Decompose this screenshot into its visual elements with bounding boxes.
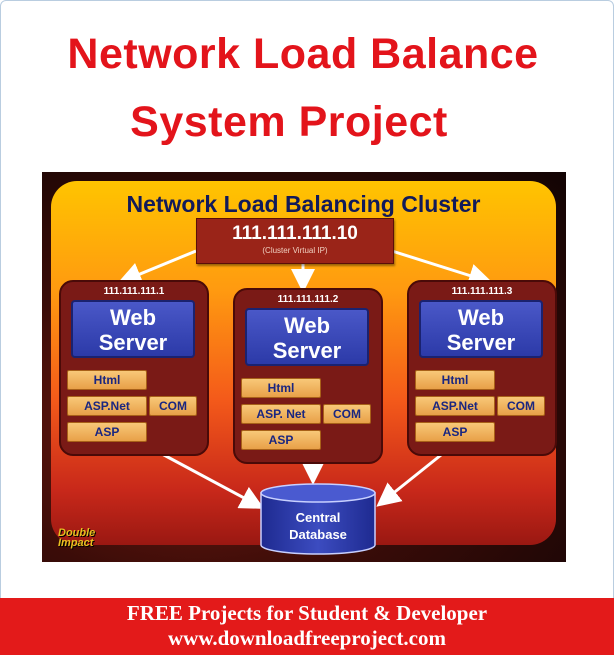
arrow-vip-to-server-3 (391, 249, 493, 288)
load-balancing-cluster: Network Load Balancing Cluster 111.111.1… (51, 181, 557, 555)
database-cylinder-icon (260, 483, 376, 555)
server-ip: 111.111.111.3 (451, 286, 513, 297)
arrow-server-3-to-db (376, 445, 452, 507)
arrow-vip-to-server-1 (117, 249, 197, 286)
database-label: Central Database (259, 509, 377, 543)
web-server-label: Web Server (71, 300, 195, 358)
web-server-label: Web Server (245, 308, 369, 366)
aspnet-tag: ASP.Net (67, 396, 147, 416)
database-label-line-2: Database (289, 527, 347, 542)
arrow-server-1-to-db (148, 445, 265, 509)
com-tag: COM (497, 396, 545, 416)
asp-tag: ASP (67, 422, 147, 442)
page-title-line-2: System Project (130, 98, 448, 146)
database-label-line-1: Central (295, 510, 341, 525)
diagram-panel: Network Load Balancing Cluster 111.111.1… (42, 172, 566, 562)
web-server-2: 111.111.111.2 Web Server Html ASP. Net C… (233, 288, 383, 464)
html-tag: Html (241, 378, 321, 398)
aspnet-tag: ASP.Net (415, 396, 495, 416)
web-server-label-line-1: Web (283, 313, 331, 338)
asp-tag: ASP (415, 422, 495, 442)
virtual-ip-address: 111.111.111.10 (232, 223, 358, 244)
footer-website-link[interactable]: www.downloadfreeproject.com (167, 626, 446, 650)
web-server-label-line-2: Server (446, 330, 516, 355)
html-tag: Html (415, 370, 495, 390)
web-server-label-line-2: Server (272, 338, 342, 363)
server-ip: 111.111.111.1 (103, 286, 165, 297)
cluster-title: Network Load Balancing Cluster (126, 191, 481, 217)
com-tag: COM (323, 404, 371, 424)
html-tag: Html (67, 370, 147, 390)
web-server-1: 111.111.111.1 Web Server Html ASP.Net CO… (59, 280, 209, 456)
footer-banner: FREE Projects for Student & Developer ww… (0, 598, 614, 655)
virtual-ip-note: (Cluster Virtual IP) (262, 246, 328, 255)
web-server-label: Web Server (419, 300, 543, 358)
server-ip: 111.111.111.2 (277, 294, 339, 305)
logo-line-1: Double (58, 527, 96, 539)
web-server-label-line-1: Web (457, 305, 505, 330)
connection-arrows (117, 249, 493, 509)
double-impact-logo: Double Impact (58, 527, 96, 549)
web-server-label-line-1: Web (109, 305, 157, 330)
footer-tagline: FREE Projects for Student & Developer (126, 601, 488, 625)
com-tag: COM (149, 396, 197, 416)
cluster-virtual-ip-box: 111.111.111.10 (Cluster Virtual IP) (196, 218, 394, 264)
web-server-3: 111.111.111.3 Web Server Html ASP.Net CO… (407, 280, 557, 456)
aspnet-tag: ASP. Net (241, 404, 321, 424)
web-server-label-line-2: Server (98, 330, 168, 355)
asp-tag: ASP (241, 430, 321, 450)
logo-line-2: Impact (58, 537, 94, 549)
central-database: Central Database (259, 483, 377, 555)
page-title-line-1: Network Load Balance (67, 30, 539, 78)
